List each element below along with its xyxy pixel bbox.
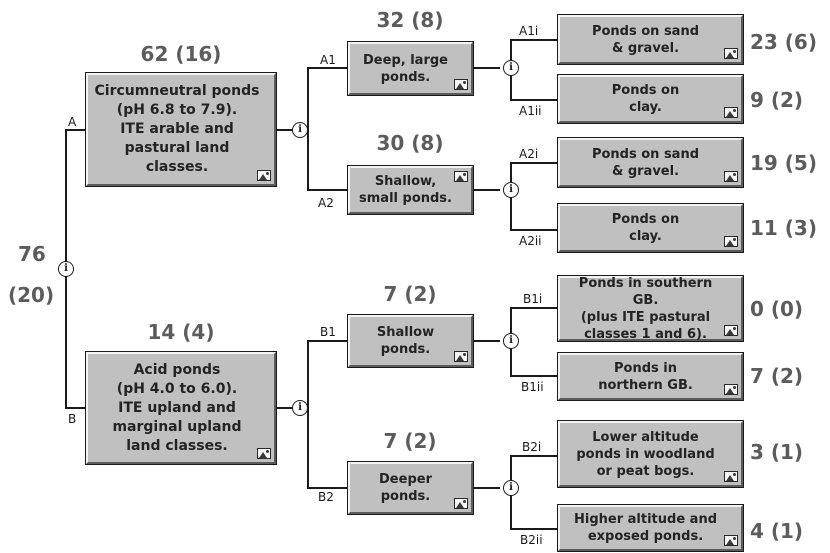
branch-label-a1ii: A1ii [519,104,542,118]
branch-label-b1i: B1i [523,292,543,306]
root-count-sub: (20) [8,283,55,307]
leaf-b2ii-higher-altitude-ponds[interactable]: Higher altitude and exposed ponds. [558,505,743,551]
node-b2-text: Deeper ponds. [379,472,432,504]
leaf-b2i-count: 3 (1) [750,440,804,464]
picture-icon[interactable] [724,48,738,59]
root-count: 76 [18,242,46,266]
leaf-a1ii-ponds-on-clay[interactable]: Ponds on clay. [558,75,743,123]
leaf-a2i-ponds-on-sand-gravel[interactable]: Ponds on sand & gravel. [558,138,743,187]
leaf-a1ii-text: Ponds on clay. [611,83,680,115]
node-a1-deep-large-ponds[interactable]: Deep, large ponds. [348,42,473,95]
node-a2-shallow-small-ponds[interactable]: Shallow, small ponds. [348,166,473,214]
node-b-count: 14 (4) [147,320,215,344]
picture-icon[interactable] [454,498,468,509]
leaf-a1i-text: Ponds on sand & gravel. [591,23,700,56]
leaf-a1i-count: 23 (6) [750,30,817,54]
node-a2-info-icon[interactable]: i [503,182,519,198]
node-b1-info-icon[interactable]: i [503,333,519,349]
picture-icon[interactable] [454,171,468,182]
b2-split [510,455,558,530]
picture-icon[interactable] [257,448,271,459]
node-b-acid-ponds[interactable]: Acid ponds (pH 4.0 to 6.0). ITE upland a… [86,352,276,464]
picture-icon[interactable] [724,325,738,336]
leaf-b1i-count: 0 (0) [750,297,804,321]
leaf-a1ii-count: 9 (2) [750,88,804,112]
picture-icon[interactable] [454,79,468,90]
branch-label-b2i: B2i [522,440,542,454]
picture-icon[interactable] [724,107,738,118]
node-a-text: Circumneutral ponds (pH 6.8 to 7.9). ITE… [94,83,260,175]
leaf-a1i-ponds-on-sand-gravel[interactable]: Ponds on sand & gravel. [558,15,743,64]
leaf-b1ii-ponds-northern-gb[interactable]: Ponds in northern GB. [558,353,743,400]
leaf-a2ii-text: Ponds on clay. [611,212,680,244]
node-b1-text: Shallow ponds. [376,325,435,357]
picture-icon[interactable] [724,535,738,546]
branch-label-a1: A1 [320,53,336,67]
leaf-a2ii-ponds-on-clay[interactable]: Ponds on clay. [558,204,743,252]
leaf-b2i-lower-altitude-ponds[interactable]: Lower altitude ponds in woodland or peat… [558,421,743,487]
picture-icon[interactable] [724,236,738,247]
branch-label-b2: B2 [318,490,334,504]
node-a1-count: 32 (8) [376,8,444,32]
branch-label-b: B [68,412,77,426]
root-info-icon[interactable]: i [58,261,74,277]
leaf-b2ii-count: 4 (1) [750,519,804,543]
branch-label-b2ii: B2ii [520,533,543,547]
picture-icon[interactable] [257,170,271,181]
node-a1-info-icon[interactable]: i [503,60,519,76]
leaf-a2i-count: 19 (5) [750,151,817,175]
node-a-count: 62 (16) [140,42,222,66]
branch-label-a: A [68,115,77,129]
leaf-b2i-text: Lower altitude ponds in woodland or peat… [576,429,715,479]
node-b-text: Acid ponds (pH 4.0 to 6.0). ITE upland a… [112,361,242,454]
node-b2-count: 7 (2) [383,429,437,453]
leaf-a2i-text: Ponds on sand & gravel. [591,146,700,179]
node-b2-info-icon[interactable]: i [503,480,519,496]
branch-label-a2ii: A2ii [519,234,542,248]
leaf-b1ii-text: Ponds in northern GB. [598,360,693,393]
node-b-info-icon[interactable]: i [292,400,308,416]
leaf-b1i-ponds-southern-gb[interactable]: Ponds in southern GB. (plus ITE pastural… [558,275,743,342]
picture-icon[interactable] [724,384,738,395]
node-a-info-icon[interactable]: i [292,122,308,138]
node-a2-count: 30 (8) [376,131,444,155]
a2-split [510,162,558,231]
picture-icon[interactable] [724,471,738,482]
node-b2-deeper-ponds[interactable]: Deeper ponds. [348,462,473,514]
b-split [307,340,348,489]
leaf-b2ii-text: Higher altitude and exposed ponds. [574,512,717,544]
node-a2-text: Shallow, small ponds. [359,174,452,206]
branch-label-b1: B1 [320,325,336,339]
node-b1-shallow-ponds[interactable]: Shallow ponds. [348,315,473,367]
node-a-circumneutral-ponds[interactable]: Circumneutral ponds (pH 6.8 to 7.9). ITE… [86,73,276,186]
leaf-b1i-text: Ponds in southern GB. (plus ITE pastural… [578,275,713,342]
picture-icon[interactable] [724,171,738,182]
leaf-b1ii-count: 7 (2) [750,364,804,388]
leaf-a2ii-count: 11 (3) [750,216,817,240]
branch-label-b1ii: B1ii [521,380,544,394]
branch-label-a1i: A1i [519,24,539,38]
a-split [307,67,348,191]
node-a1-text: Deep, large ponds. [363,52,448,85]
branch-label-a2i: A2i [519,147,539,161]
branch-label-a2: A2 [318,196,334,210]
picture-icon[interactable] [454,351,468,362]
node-b1-count: 7 (2) [383,282,437,306]
